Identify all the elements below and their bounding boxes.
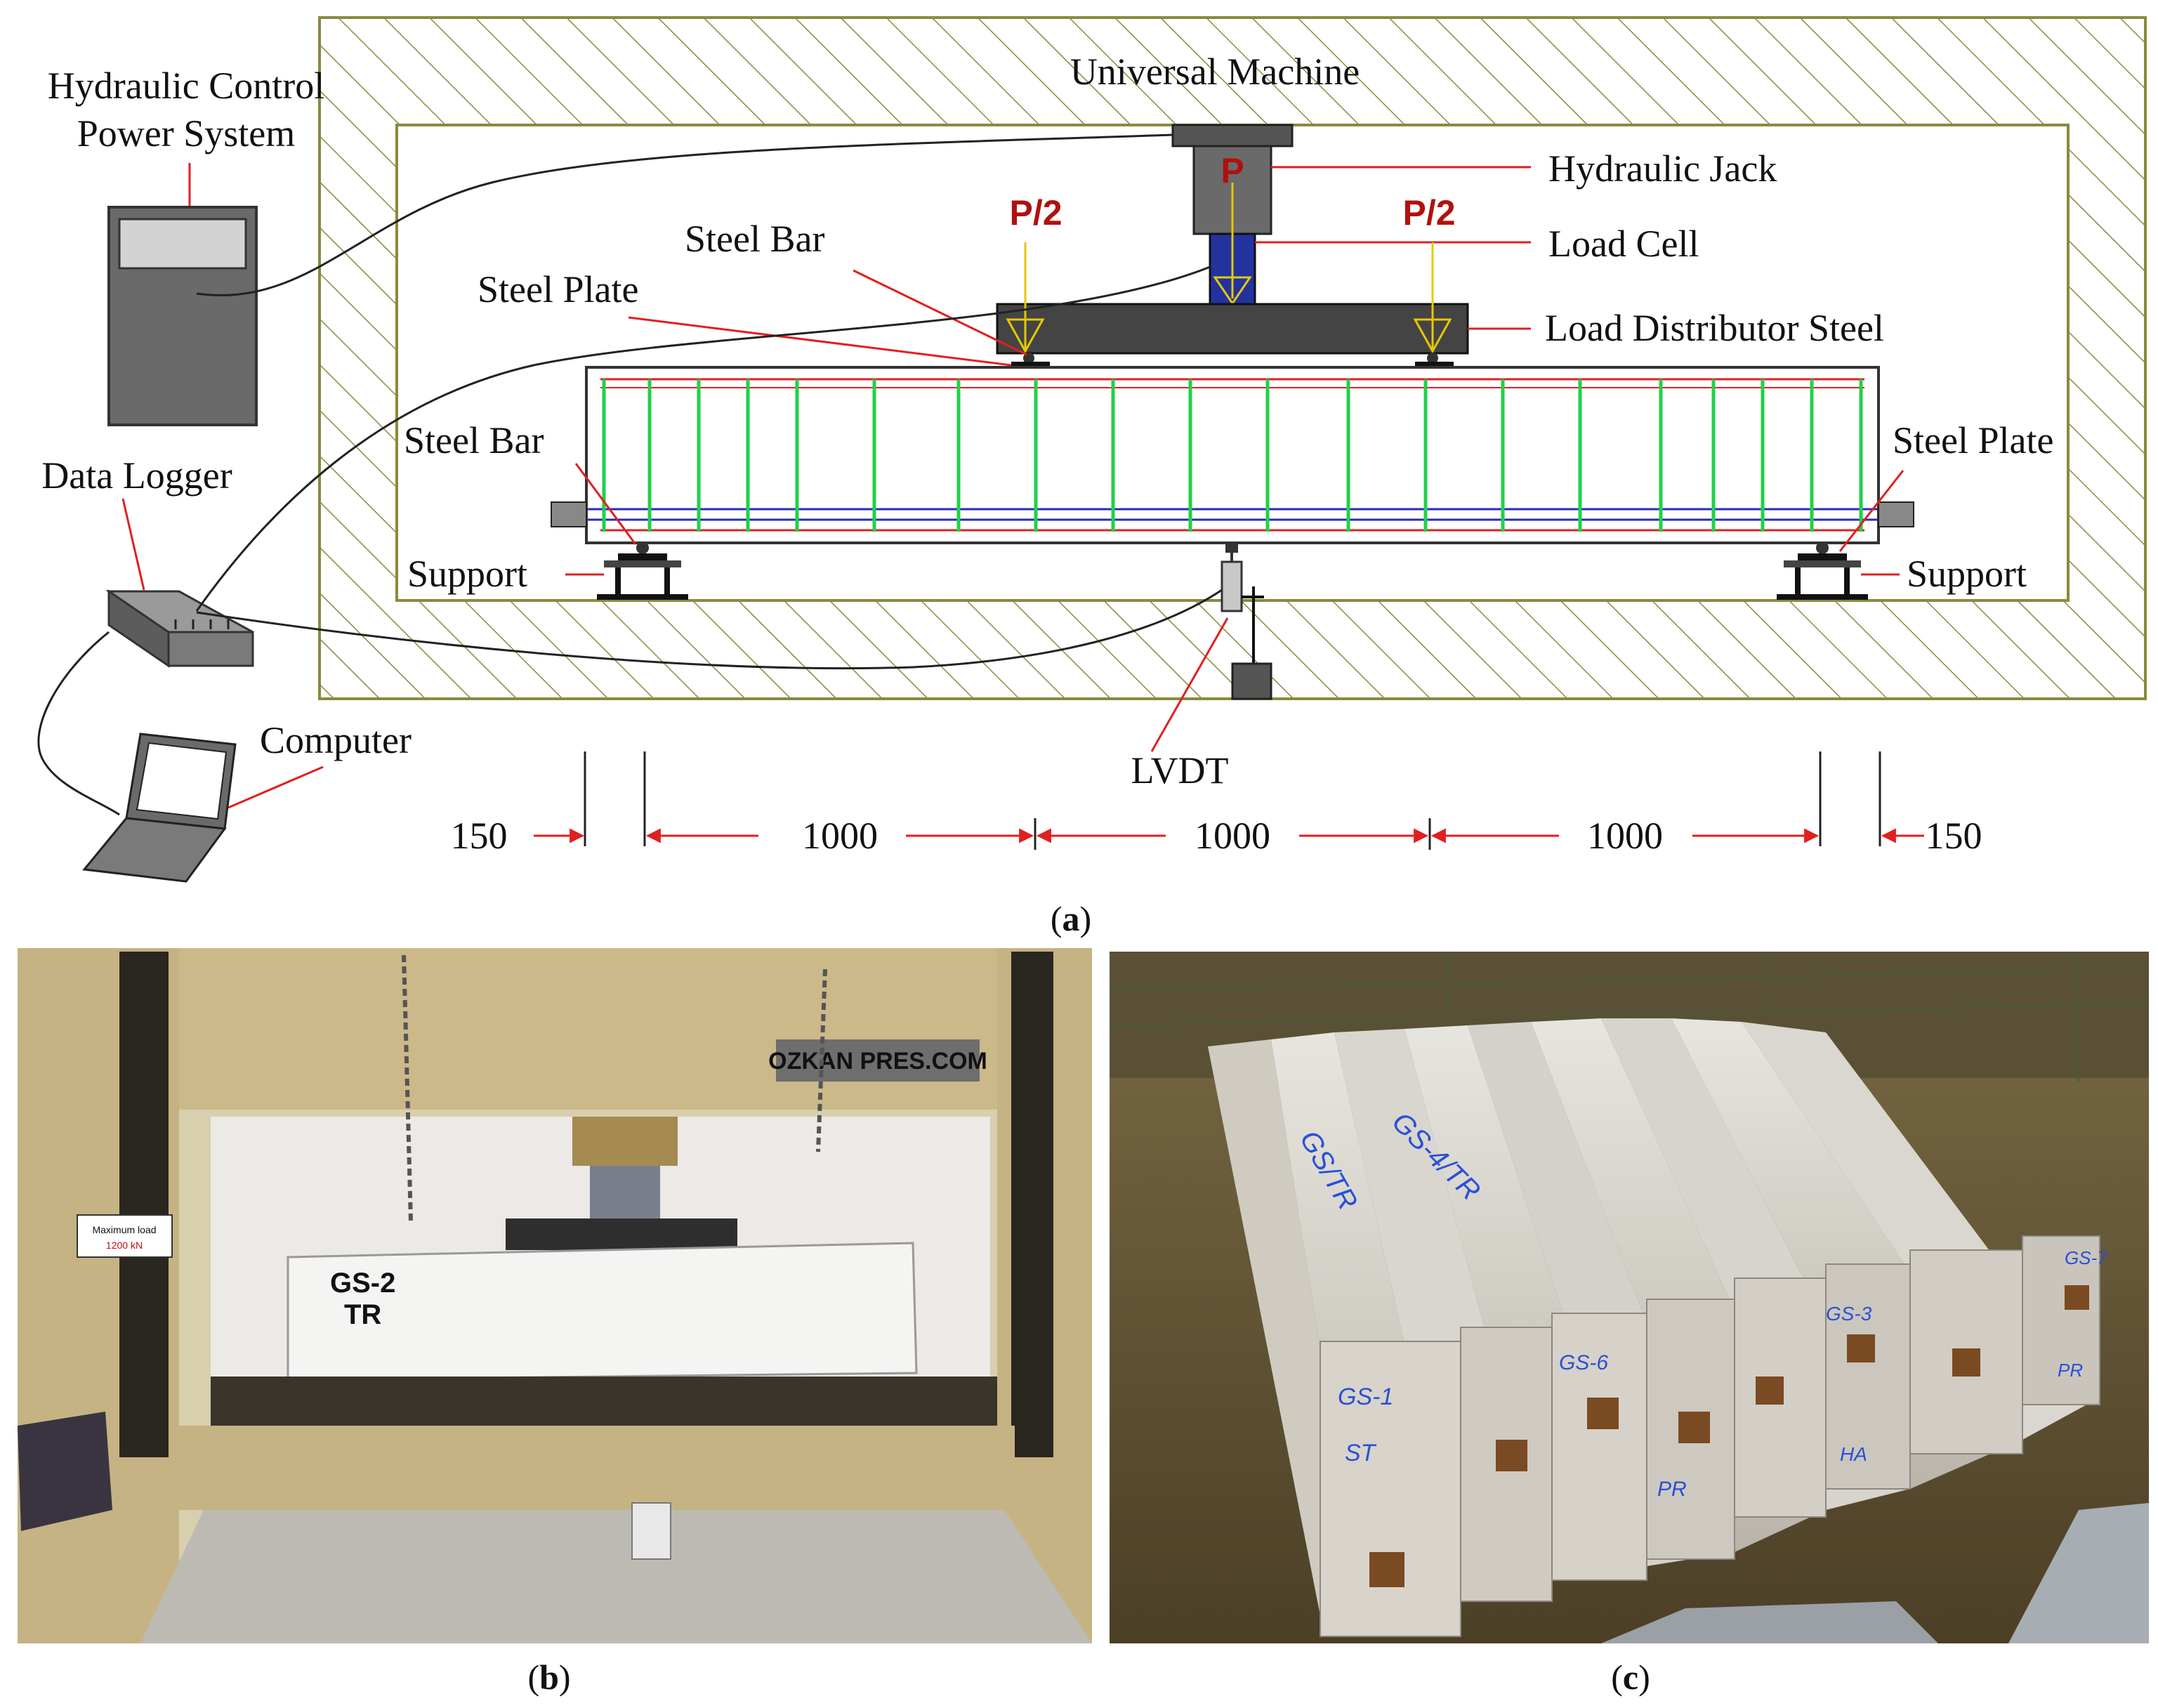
load-half-right-label: P/2 [1402, 193, 1455, 232]
mark-5: HA [1840, 1443, 1867, 1465]
dimension-line [534, 751, 1924, 850]
mark-2: GS-6 [1559, 1351, 1608, 1374]
dimension-4: 150 [1926, 815, 1982, 857]
steel-plate-top-leader [628, 316, 1012, 367]
notice-line2: 1200 kN [106, 1240, 143, 1251]
steel-bar-top-label: Steel Bar [685, 218, 824, 260]
data-logger-label: Data Logger [41, 454, 232, 497]
dimension-0: 150 [451, 815, 508, 857]
mark-7: PR [2058, 1360, 2083, 1381]
dimension-1: 1000 [802, 815, 878, 857]
mark-6: GS-7 [2065, 1247, 2108, 1268]
hydraulic-control-label-line1: Hydraulic Control [48, 65, 324, 107]
lvdt-leader [1150, 617, 1229, 752]
beam-specimen-photo [287, 1242, 918, 1381]
top-steel-bar-plate-right [1415, 353, 1454, 367]
computer-leader [228, 766, 324, 809]
load-distributor-label: Load Distributor Steel [1545, 307, 1884, 349]
load-half-right-arrow [1413, 242, 1452, 354]
support-left [597, 541, 688, 600]
press-sign [776, 1039, 980, 1082]
hydraulic-jack [1171, 124, 1294, 235]
laptop-computer [82, 733, 237, 883]
steel-bar-left-label: Steel Bar [404, 419, 544, 461]
load-cell-label: Load Cell [1548, 223, 1699, 265]
steel-plate-right-leader [1838, 470, 1904, 552]
data-logger-box [105, 589, 254, 668]
support-right-label: Support [1907, 553, 2027, 595]
distributor-beam-photo [506, 1218, 737, 1250]
top-steel-bar-plate-left [1011, 353, 1050, 367]
caption-c: (c) [1611, 1657, 1650, 1697]
mark-3: PR [1657, 1478, 1687, 1501]
mark-1: ST [1345, 1440, 1377, 1466]
mark-4: GS-3 [1826, 1303, 1872, 1325]
caption-a: (a) [1051, 899, 1091, 938]
panel-b-photo: OZKAN PRES.COM GS-2 TR Maximum load 1200… [18, 948, 1092, 1697]
steel-plate-top-label: Steel Plate [478, 268, 638, 310]
universal-machine-label: Universal Machine [1070, 51, 1360, 93]
dimension-3: 1000 [1587, 815, 1663, 857]
beam-label-line2: TR [344, 1299, 381, 1330]
cables [37, 133, 1223, 816]
support-right [1777, 541, 1868, 600]
hydraulic-control-label-line2: Power System [77, 112, 296, 155]
lvdt-label: LVDT [1131, 749, 1228, 791]
beam-label-line1: GS-2 [330, 1268, 395, 1299]
hydraulic-jack-label: Hydraulic Jack [1548, 147, 1777, 190]
stirrups-group [602, 379, 1863, 532]
hydraulic-control-unit [107, 206, 258, 426]
rc-beam [551, 366, 1914, 544]
load-distributor-steel [996, 303, 1469, 355]
load-half-left-arrow [1006, 242, 1045, 354]
panel-a-setup-diagram: Universal Machine Hydraulic Control Powe… [37, 16, 2147, 938]
max-load-notice [77, 1214, 173, 1258]
steel-plate-right-label: Steel Plate [1893, 419, 2053, 461]
mark-0: GS-1 [1338, 1384, 1393, 1410]
notice-line1: Maximum load [92, 1224, 156, 1235]
computer-label: Computer [260, 719, 412, 761]
panel-c-photo: GS-1 ST GS-6 PR GS-3 HA GS-7 PR GS/TR GS… [1110, 952, 2149, 1697]
lvdt-device [1221, 544, 1272, 700]
steel-bar-left-leader [574, 463, 637, 545]
press-sign-text: OZKAN PRES.COM [768, 1048, 987, 1075]
dimension-2: 1000 [1195, 815, 1270, 857]
steel-bar-top-leader [853, 269, 1027, 356]
data-logger-leader [121, 498, 145, 591]
load-half-left-label: P/2 [1009, 193, 1062, 232]
support-left-label: Support [407, 553, 527, 595]
caption-b: (b) [527, 1657, 570, 1697]
